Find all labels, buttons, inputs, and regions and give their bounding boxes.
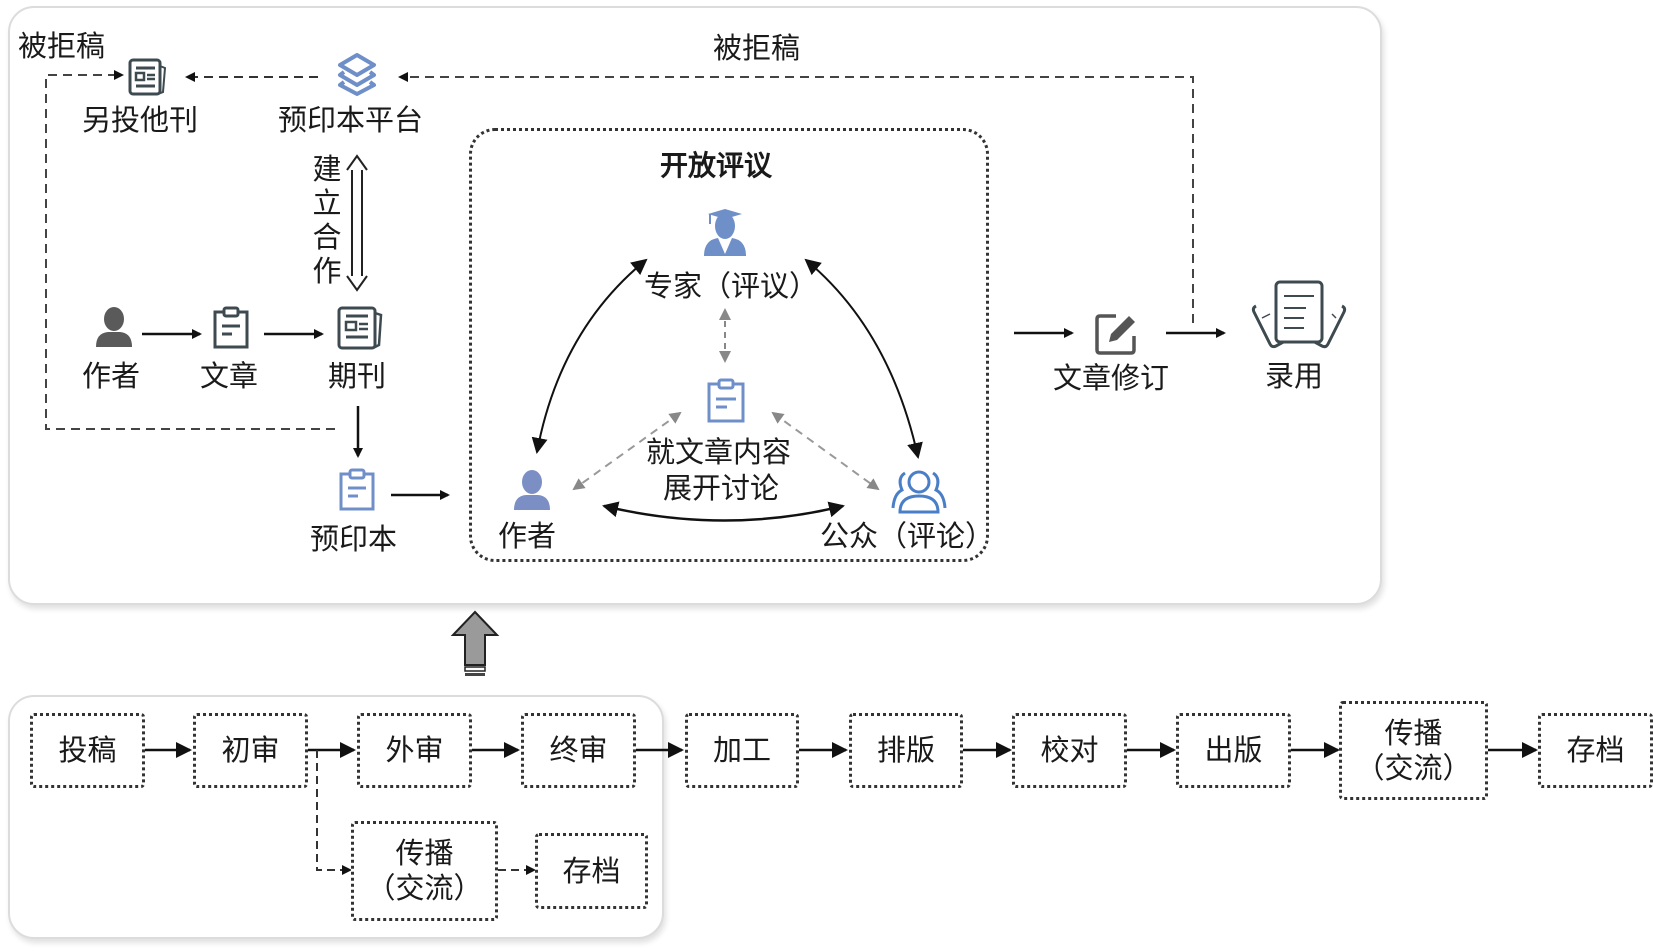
expert-icon: [704, 209, 746, 256]
edit-icon: [1095, 314, 1136, 355]
step-archive: 存档: [1538, 713, 1653, 788]
preprint-platform-label: 预印本平台: [278, 103, 424, 137]
public-group-icon: [891, 470, 947, 514]
newspaper-icon: [128, 58, 167, 96]
author-icon: [96, 307, 132, 347]
step-proofreading: 校对: [1012, 713, 1127, 788]
step-submit: 投稿: [30, 713, 145, 788]
step-spread: 传播 （交流）: [1339, 701, 1488, 800]
cooperate-label: 建 立 合 作: [312, 152, 342, 288]
step-external-review: 外审: [357, 713, 472, 788]
big-up-arrow: [450, 610, 500, 676]
step-processing: 加工: [685, 713, 799, 788]
branch-archive: 存档: [535, 833, 648, 909]
rejected-label-left: 被拒稿: [18, 29, 106, 63]
step-publishing: 出版: [1176, 713, 1291, 788]
accepted-label: 录用: [1265, 359, 1324, 393]
clipboard-icon: [213, 306, 249, 349]
step-initial-review: 初审: [193, 713, 308, 788]
preprint-label: 预印本: [310, 522, 398, 556]
article-label: 文章: [200, 359, 259, 393]
step-final-review: 终审: [521, 713, 636, 788]
open-review-title: 开放评议: [660, 149, 773, 182]
discussion-line2: 展开讨论: [663, 471, 780, 505]
layers-icon: [338, 53, 376, 96]
public-label: 公众（评论）: [820, 519, 995, 553]
expert-label: 专家（评议）: [644, 269, 819, 303]
other-journal-label: 另投他刊: [82, 103, 199, 137]
author-label: 作者: [82, 359, 141, 393]
step-typesetting: 排版: [849, 713, 963, 788]
rejected-label-top: 被拒稿: [713, 31, 801, 65]
content-clipboard-icon: [707, 378, 745, 423]
branch-spread: 传播 （交流）: [351, 821, 498, 921]
discussion-line1: 就文章内容: [646, 435, 792, 469]
revision-label: 文章修订: [1053, 361, 1170, 395]
review-author-icon: [514, 470, 550, 510]
journal-icon: [337, 306, 383, 350]
journal-label: 期刊: [328, 359, 387, 393]
accepted-documents-icon: [1251, 280, 1347, 349]
review-author-label: 作者: [498, 519, 557, 553]
preprint-icon: [339, 468, 375, 511]
